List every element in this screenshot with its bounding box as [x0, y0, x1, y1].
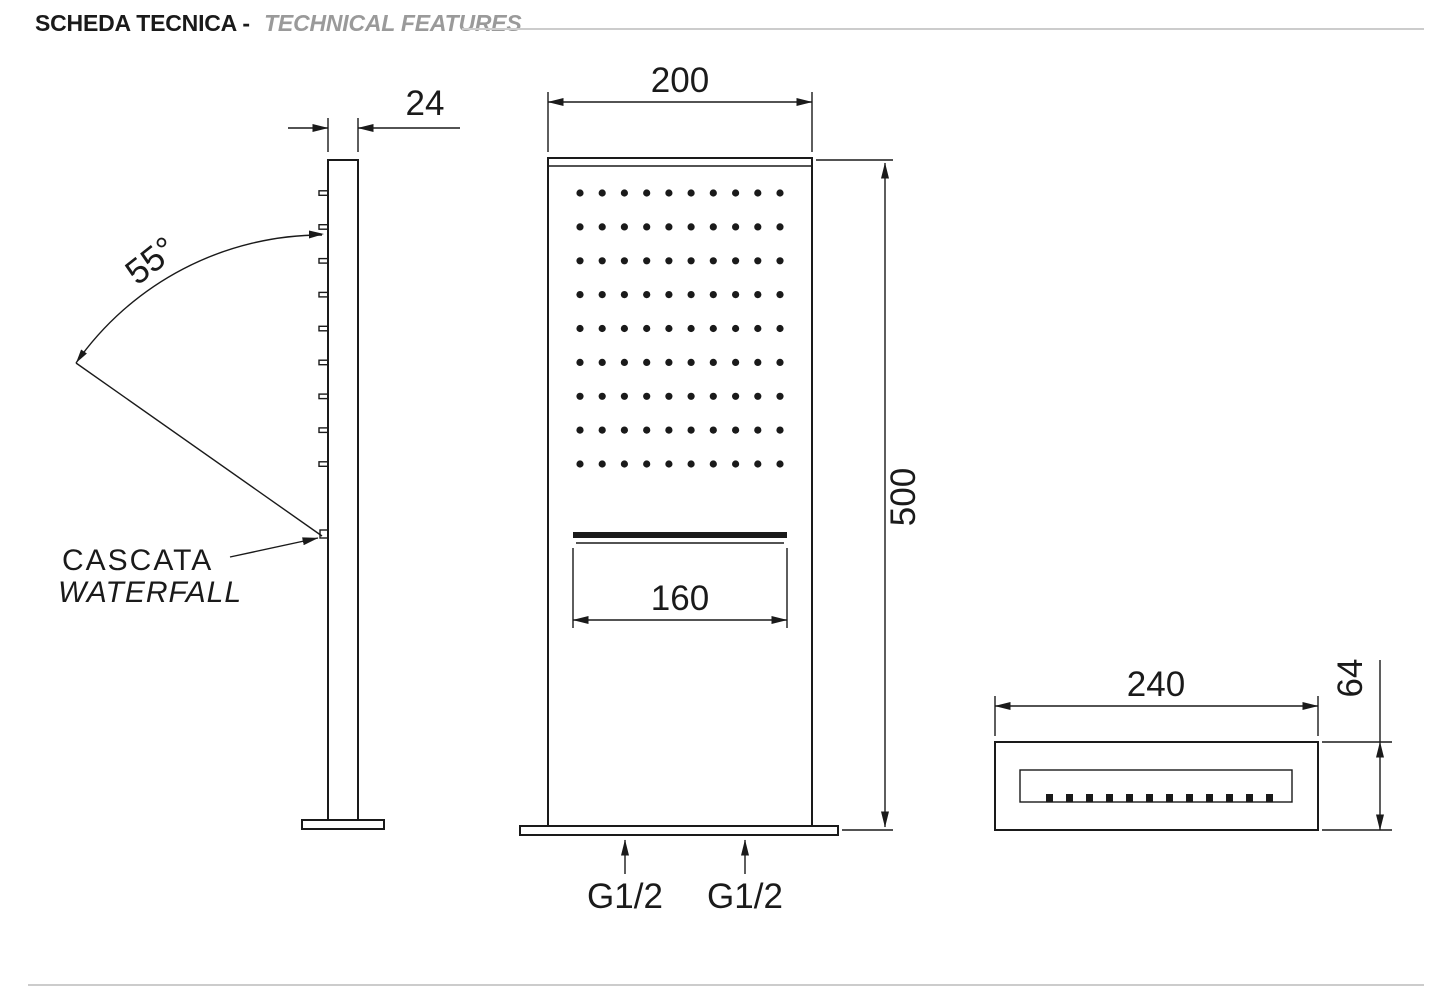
- angle-dim-text: 55°: [118, 229, 184, 292]
- side-profile-outline: [327, 159, 359, 821]
- nozzle-dot-grid: [576, 189, 784, 468]
- waterfall-label-en: WATERFALL: [58, 576, 242, 609]
- page-title: SCHEDA TECNICA - TECHNICAL FEATURES: [35, 10, 522, 37]
- slot-dim-text: 160: [651, 579, 709, 618]
- side-base-plate: [301, 819, 385, 830]
- topview-depth-dim-text: 64: [1331, 659, 1370, 698]
- top-view: 240 64: [994, 659, 1392, 831]
- width-dimension: 200: [547, 61, 813, 152]
- side-view: 24 55° CASCATA WATERFALL: [58, 84, 460, 830]
- title-english: TECHNICAL FEATURES: [264, 10, 522, 36]
- front-view: 200 160 500 G1/2 G1/2: [519, 61, 923, 916]
- top-view-slot: [1019, 769, 1293, 803]
- waterfall-label: CASCATA WATERFALL: [58, 537, 319, 609]
- thickness-dimension: 24: [288, 84, 460, 152]
- topview-depth-dimension: 64: [1322, 659, 1392, 831]
- inlet-connections: G1/2 G1/2: [587, 839, 783, 916]
- width-dim-text: 200: [651, 61, 709, 100]
- inlet-left-text: G1/2: [587, 877, 663, 916]
- side-nozzle-ticks: [318, 190, 329, 467]
- title-italian: SCHEDA TECNICA -: [35, 10, 250, 36]
- angle-dimension: 55°: [75, 229, 324, 537]
- slot-dimension: 160: [572, 548, 788, 628]
- waterfall-slot: [573, 532, 787, 538]
- front-panel-outline: [547, 157, 813, 827]
- slot-nozzle-teeth: [1046, 794, 1273, 802]
- thickness-dim-text: 24: [406, 84, 445, 123]
- inlet-right-text: G1/2: [707, 877, 783, 916]
- topview-width-dim-text: 240: [1127, 665, 1185, 704]
- height-dim-text: 500: [884, 468, 923, 526]
- angle-arrow-top: [309, 230, 324, 239]
- front-base-plate: [519, 825, 839, 836]
- height-dimension: 500: [816, 159, 923, 831]
- waterfall-label-it: CASCATA: [62, 544, 213, 577]
- topview-width-dimension: 240: [994, 665, 1319, 736]
- waterfall-outlet-notch: [319, 529, 329, 539]
- header-rule: [462, 28, 1424, 30]
- angle-arrow-bottom: [76, 349, 87, 363]
- top-view-outline: [994, 741, 1319, 831]
- footer-rule: [28, 984, 1424, 986]
